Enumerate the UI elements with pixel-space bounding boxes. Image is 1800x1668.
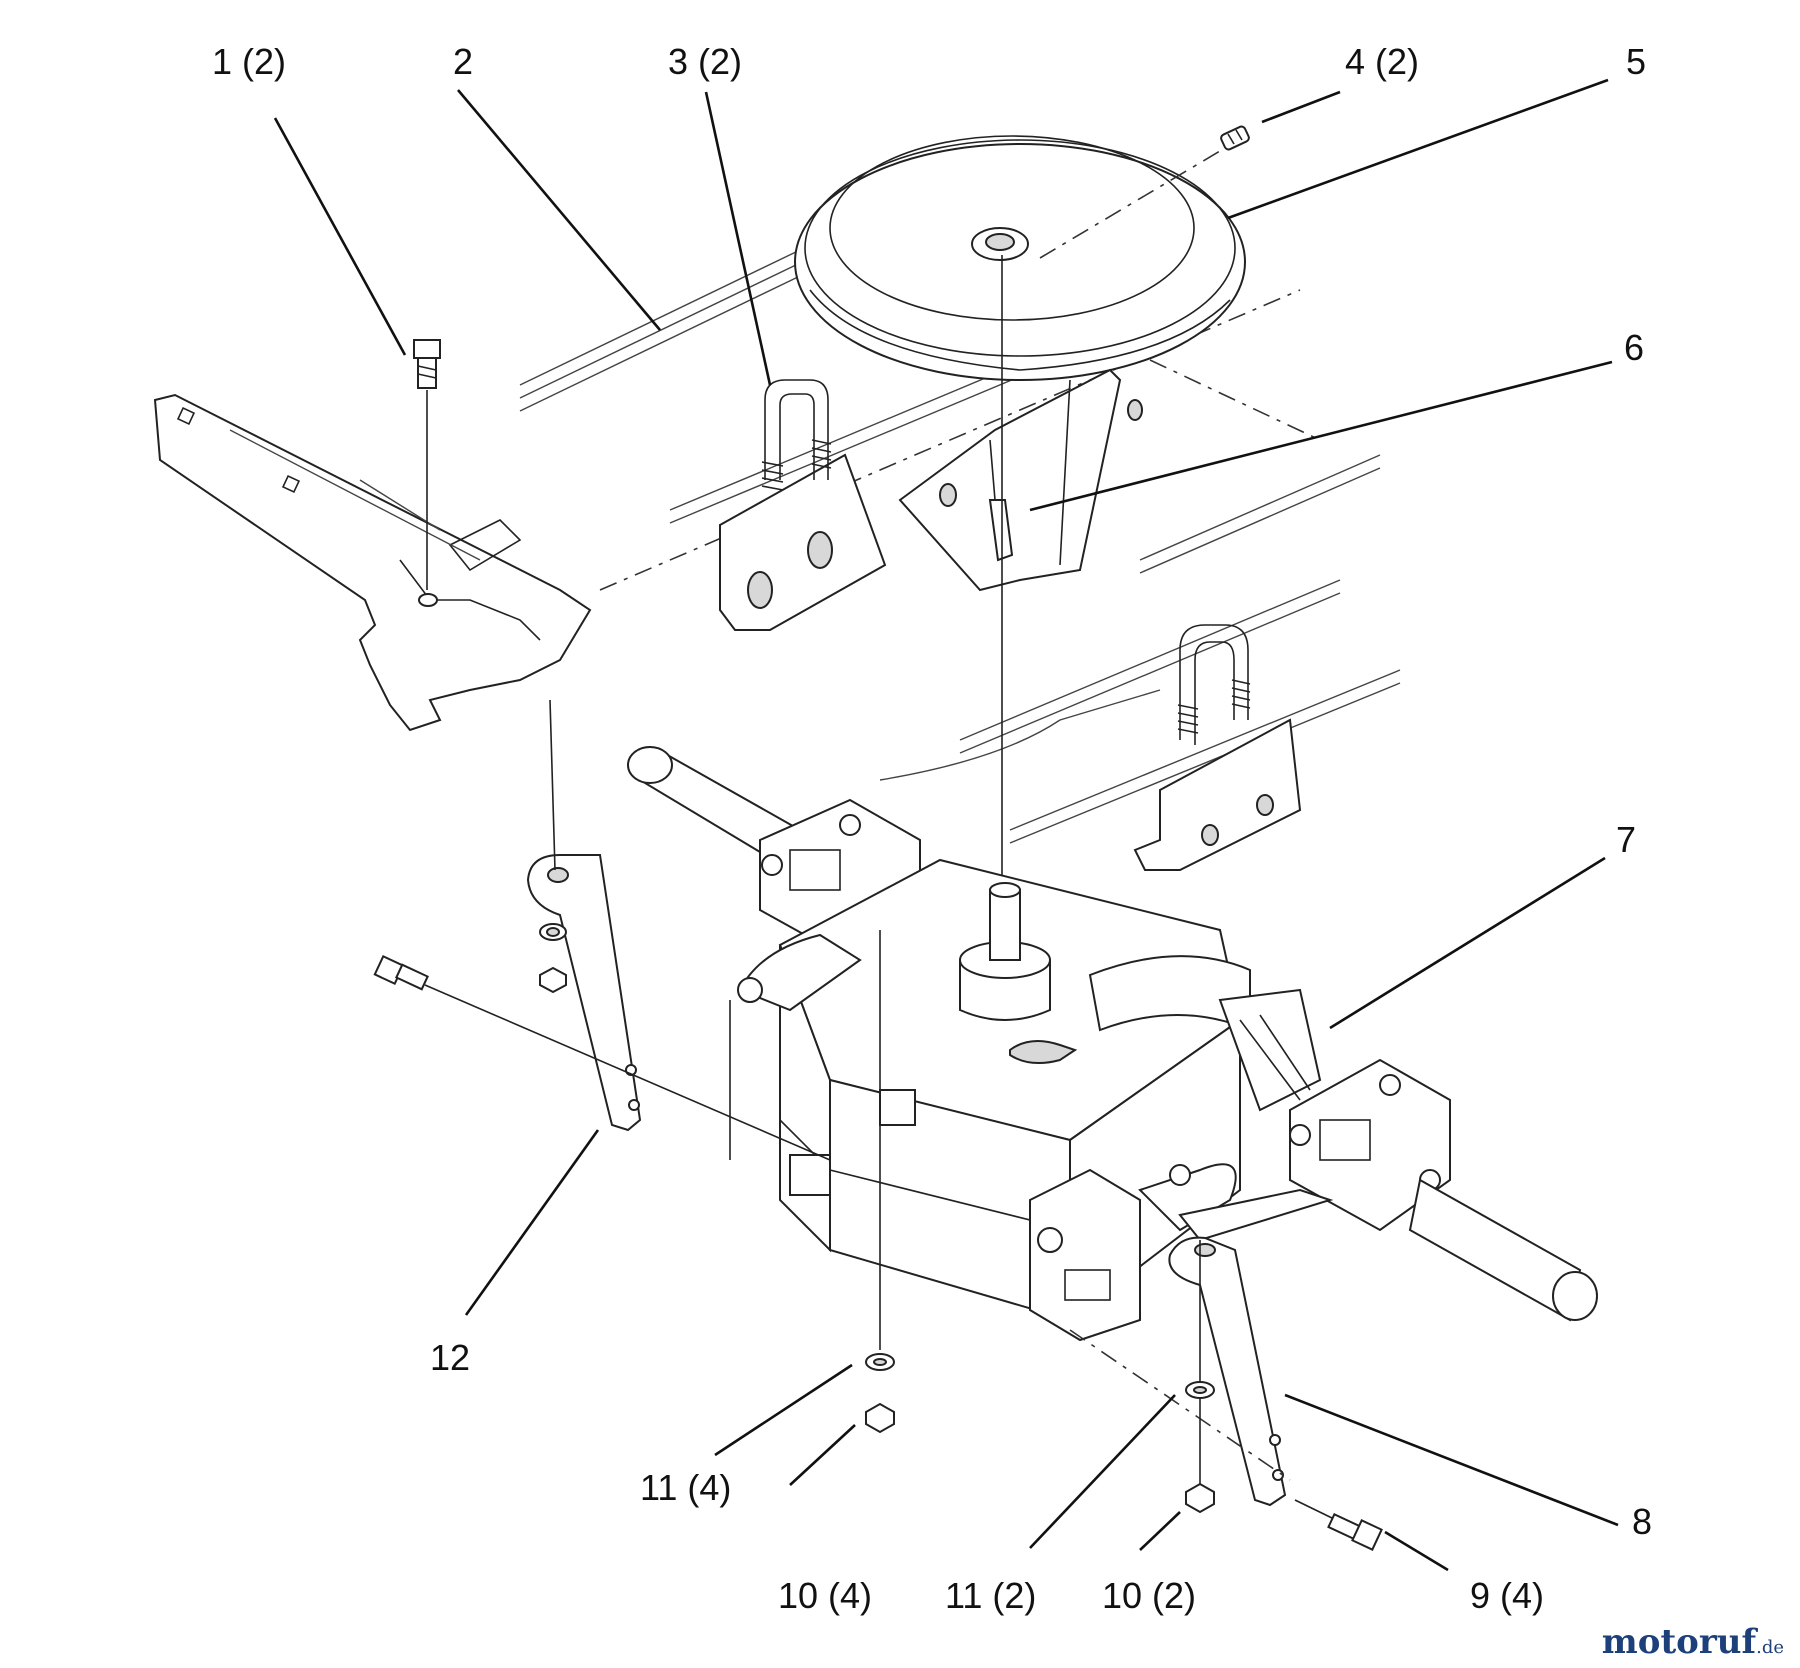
callout-11-right: 11 (2) [945, 1575, 1036, 1616]
callout-2: 2 [453, 41, 473, 82]
callout-8: 8 [1632, 1501, 1652, 1542]
watermark-tld: .de [1756, 1637, 1784, 1658]
callout-7: 7 [1616, 819, 1636, 860]
fasteners-lower [865, 930, 1215, 1514]
callout-4: 4 (2) [1345, 41, 1419, 82]
callout-5: 5 [1626, 41, 1646, 82]
callout-10-right: 10 (2) [1102, 1575, 1196, 1616]
left-frame-bracket [153, 393, 592, 732]
leader-lines [273, 78, 1619, 1572]
callout-3: 3 (2) [668, 41, 742, 82]
side-bolt-left [373, 954, 831, 1161]
u-bolt-bracket-right [1133, 624, 1302, 871]
nut-10b [1185, 1482, 1215, 1514]
hex-bolt-part-1 [413, 339, 441, 607]
pulley-mount-bracket-part-6 [898, 255, 1143, 980]
left-support-bracket-part-12 [526, 699, 642, 1132]
watermark-brand: motoruf [1601, 1622, 1757, 1662]
u-bolt-bracket-left-part-3 [719, 379, 887, 631]
nut-10a [865, 1402, 895, 1434]
callout-labels: 1 (2) 2 3 (2) 4 (2) 5 6 7 8 9 (4) 10 (4)… [212, 41, 1652, 1616]
callout-9: 9 (4) [1470, 1575, 1544, 1616]
callout-10-left: 10 (4) [778, 1575, 872, 1616]
bolt-part-9 [1294, 1499, 1383, 1551]
drive-pulley-part-5 [794, 135, 1246, 381]
callout-1: 1 (2) [212, 41, 286, 82]
transaxle-part-7 [627, 746, 1598, 1342]
frame-rails [519, 249, 1401, 844]
callout-6: 6 [1624, 327, 1644, 368]
callout-11-left: 11 (4) [640, 1467, 731, 1508]
callout-12: 12 [430, 1337, 470, 1378]
watermark-logo: motoruf.de [1602, 1622, 1784, 1662]
set-screw-part-4 [1039, 125, 1250, 259]
